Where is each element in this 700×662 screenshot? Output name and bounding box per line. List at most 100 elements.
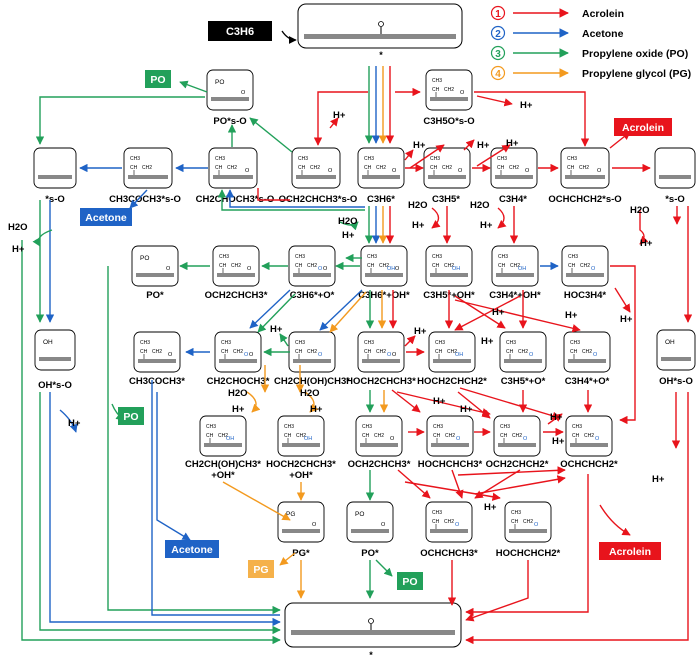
svg-text:CH: CH <box>511 519 519 525</box>
svg-text:CH3: CH3 <box>435 340 445 346</box>
label-oh-s-o-left: OH*s-O <box>38 380 72 391</box>
svg-text:CH2: CH2 <box>445 433 455 439</box>
svg-text:CH2: CH2 <box>376 165 386 171</box>
legend-label-acetone: Acetone <box>582 28 624 40</box>
svg-text:H+: H+ <box>413 140 426 151</box>
svg-text:H+: H+ <box>620 314 633 325</box>
svg-text:CH: CH <box>500 433 508 439</box>
svg-text:PG: PG <box>286 511 295 518</box>
product-boxes: PO Acetone Acrolein PO Acetone Acrolein … <box>80 70 672 590</box>
svg-text:CH: CH <box>215 165 223 171</box>
svg-text:O: O <box>529 352 534 358</box>
svg-text:H+: H+ <box>433 396 446 407</box>
label-ch2ch-oh-ch3-oh-2: +OH* <box>211 470 235 481</box>
svg-text:CH: CH <box>568 263 576 269</box>
legend-num-2: 2 <box>495 29 501 40</box>
label-ch2ch-oh-ch3: CH2CH(OH)CH3* <box>274 376 350 387</box>
svg-text:CH: CH <box>567 165 575 171</box>
svg-text:CH3: CH3 <box>221 340 231 346</box>
svg-text:CH: CH <box>295 349 303 355</box>
box-po-r5: POO <box>346 501 394 543</box>
svg-text:O: O <box>381 522 386 528</box>
svg-text:CH: CH <box>295 263 303 269</box>
svg-text:CH: CH <box>572 433 580 439</box>
svg-text:H+: H+ <box>232 404 245 415</box>
label-ochchch2: OCHCHCH2* <box>560 459 618 470</box>
svg-text:CH2: CH2 <box>376 349 386 355</box>
svg-text:PG: PG <box>253 564 268 576</box>
svg-text:CH2: CH2 <box>231 263 241 269</box>
svg-text:O: O <box>387 352 392 358</box>
box-pg: PGO <box>277 501 325 543</box>
svg-text:CH3: CH3 <box>498 254 508 260</box>
svg-text:PO: PO <box>123 411 138 423</box>
label-acetone-s-o: CH3COCH3*s-O <box>109 194 181 205</box>
svg-text:O: O <box>593 352 598 358</box>
svg-text:H+: H+ <box>652 474 665 485</box>
legend-num-4: 4 <box>495 69 501 80</box>
svg-text:PO: PO <box>140 255 149 262</box>
box-s-o-right <box>654 147 696 189</box>
svg-text:H+: H+ <box>492 307 505 318</box>
svg-text:CH: CH <box>498 263 506 269</box>
svg-text:CH3: CH3 <box>511 510 521 516</box>
svg-text:CH: CH <box>506 349 514 355</box>
label-po-s-o: PO*s-O <box>213 116 246 127</box>
svg-text:CH3: CH3 <box>572 424 582 430</box>
svg-text:CH3: CH3 <box>364 156 374 162</box>
label-c3h4-oh: C3H4*+OH* <box>489 290 541 301</box>
svg-text:CH: CH <box>221 349 229 355</box>
svg-text:OH: OH <box>387 266 395 272</box>
label-s-o-left: *s-O <box>45 194 65 205</box>
svg-text:H+: H+ <box>333 110 346 121</box>
svg-text:O: O <box>595 436 600 442</box>
svg-text:Acrolein: Acrolein <box>622 122 664 134</box>
label-ochchch3: OCHCHCH3* <box>420 548 478 559</box>
svg-text:H2O: H2O <box>228 388 248 399</box>
svg-text:O: O <box>244 352 249 358</box>
svg-text:OH: OH <box>455 352 463 358</box>
svg-text:CH: CH <box>362 433 370 439</box>
svg-text:OH: OH <box>304 436 312 442</box>
svg-text:CH3: CH3 <box>567 156 577 162</box>
svg-text:H+: H+ <box>477 140 490 151</box>
svg-text:H+: H+ <box>550 412 563 423</box>
box-oh-s-o-right: OH <box>656 329 696 371</box>
svg-text:O: O <box>168 352 173 358</box>
svg-text:O: O <box>534 522 539 528</box>
svg-text:OH: OH <box>665 339 675 346</box>
svg-text:CH2: CH2 <box>512 433 522 439</box>
label-ch2chooh-r3: CH2CHOCH3* <box>207 376 270 387</box>
label-hochchch3: HOCHCHCH3* <box>418 459 483 470</box>
label-hochchch2: HOCHCHCH2* <box>496 548 561 559</box>
surface-top: * <box>297 3 463 60</box>
svg-text:O: O <box>523 436 528 442</box>
svg-text:Acrolein: Acrolein <box>609 546 651 558</box>
svg-text:H+: H+ <box>520 100 533 111</box>
label-po-r5: PO* <box>361 548 379 559</box>
svg-text:OH: OH <box>518 266 526 272</box>
label-c3h6: C3H6* <box>367 194 395 205</box>
svg-text:CH2: CH2 <box>447 349 457 355</box>
svg-text:CH3: CH3 <box>570 340 580 346</box>
svg-text:CH2: CH2 <box>374 433 384 439</box>
svg-text:CH3: CH3 <box>215 156 225 162</box>
svg-text:CH3: CH3 <box>430 156 440 162</box>
svg-text:CH3: CH3 <box>432 510 442 516</box>
svg-text:H2O: H2O <box>408 200 428 211</box>
svg-text:O: O <box>166 266 171 272</box>
label-c3h5: C3H5* <box>432 194 460 205</box>
svg-text:CH2: CH2 <box>518 349 528 355</box>
label-c3h4-o: C3H4*+O* <box>565 376 610 387</box>
